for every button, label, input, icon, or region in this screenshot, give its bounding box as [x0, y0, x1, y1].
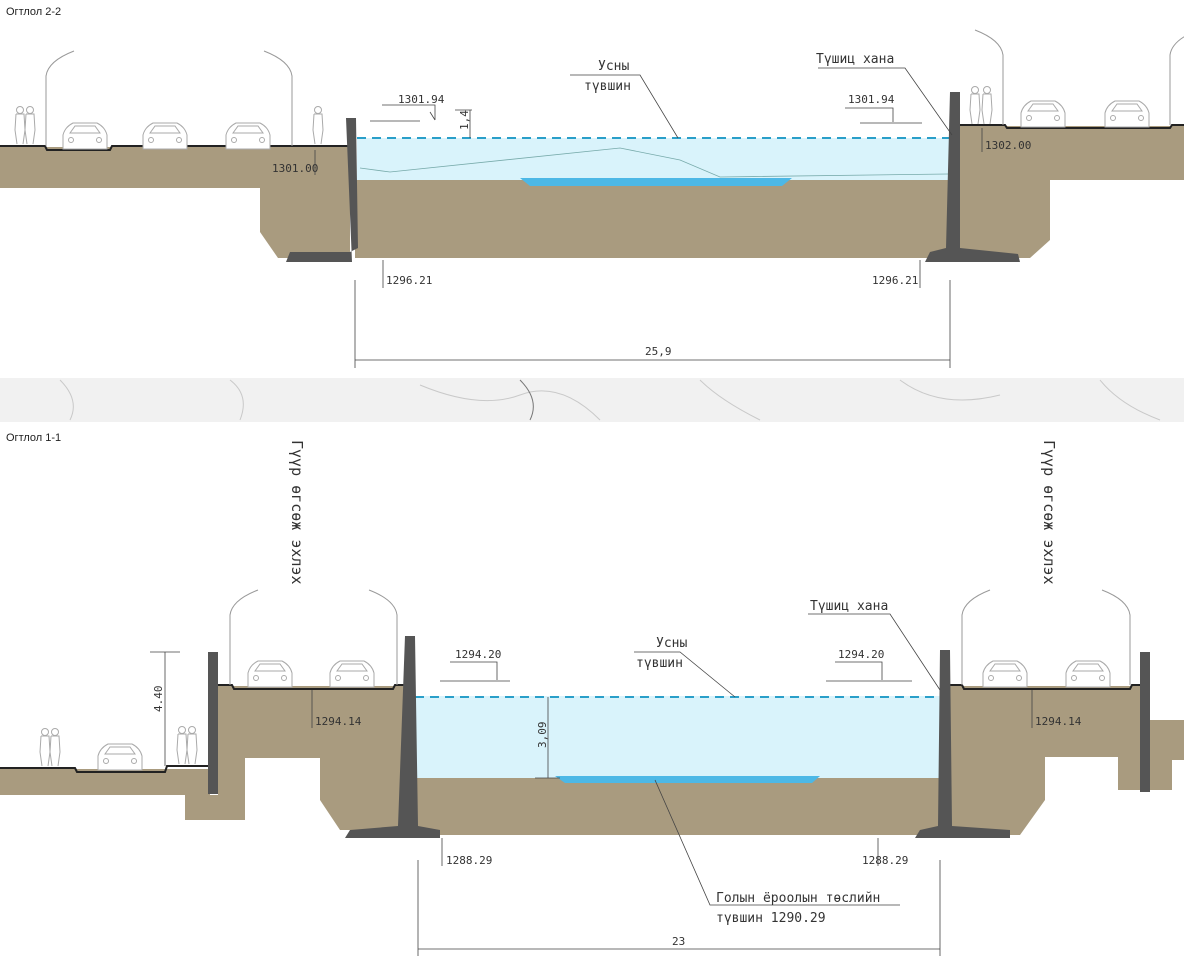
- existing-bed-line: [359, 147, 949, 178]
- left-outer-wall: [208, 652, 218, 794]
- left-upper-earth: [218, 686, 408, 830]
- left-lower-road: [0, 765, 210, 773]
- bridge-start-label-right: Гүүр өгсөж эхлэх: [1040, 440, 1058, 585]
- elev-water-left: 1294.20: [455, 648, 501, 661]
- left-bank-earth: [0, 147, 350, 258]
- right-bank-earth: [958, 126, 1184, 258]
- elev-water-right: 1301.94: [848, 93, 895, 106]
- section-title: Огтлол 1-1: [6, 432, 61, 444]
- water-area: [357, 138, 949, 180]
- right-lower-earth: [1150, 720, 1184, 790]
- river-bed-earth: [408, 778, 943, 835]
- elev-bank-right: 1302.00: [985, 139, 1031, 152]
- low-flow-channel: [520, 178, 792, 186]
- elev-bottom-left: 1288.29: [446, 854, 492, 867]
- right-retaining-wall: [915, 650, 1010, 838]
- retaining-wall-label: Түшиц хана: [816, 52, 894, 67]
- freeboard-dimension: 1,4: [458, 110, 471, 130]
- elev-bottom-right: 1296.21: [872, 274, 918, 287]
- right-outer-wall: [1140, 652, 1150, 792]
- elev-bank-left: 1301.00: [272, 162, 318, 175]
- width-dimension: 25,9: [645, 345, 672, 358]
- right-road-surface: [958, 124, 1184, 129]
- elev-bottom-left: 1296.21: [386, 274, 432, 287]
- retaining-wall-label: Түшиц хана: [810, 599, 888, 614]
- section-title: Огтлол 2-2: [6, 6, 61, 18]
- road-height-dimension: 4.40: [152, 686, 165, 713]
- depth-dimension: 3,09: [536, 722, 549, 749]
- width-dimension: 23: [672, 935, 685, 948]
- left-retaining-wall: [286, 118, 358, 262]
- water-level-label-line1: Усны: [598, 59, 629, 74]
- water-level-label-line2: түвшин: [584, 79, 631, 94]
- water-level-label-line1: Усны: [656, 636, 687, 651]
- elev-water-right: 1294.20: [838, 648, 884, 661]
- right-retaining-wall: [925, 92, 1020, 262]
- elev-bottom-right: 1288.29: [862, 854, 908, 867]
- design-bed-label-line2: түвшин 1290.29: [716, 911, 826, 926]
- water-level-label-line2: түвшин: [636, 656, 683, 671]
- section-2-2: Огтлол 2-2 1301.94 1,4 1301.00 Усны түвш…: [0, 6, 1184, 368]
- right-upper-road: [950, 684, 1140, 690]
- water-area: [415, 696, 941, 778]
- low-flow-channel: [555, 776, 820, 783]
- background-map-strip: [0, 378, 1184, 422]
- right-upper-earth: [950, 686, 1140, 835]
- left-lower-earth: [0, 769, 240, 820]
- left-retaining-wall: [345, 636, 440, 838]
- bridge-start-label-left: Гүүр өгсөж эхлэх: [288, 440, 306, 585]
- elev-water-left: 1301.94: [398, 93, 445, 106]
- elev-bank-right: 1294.14: [1035, 715, 1082, 728]
- elev-bank-left: 1294.14: [315, 715, 362, 728]
- river-bed-earth: [355, 180, 951, 258]
- design-bed-label-line1: Голын ёроолын төслийн: [716, 891, 880, 906]
- section-1-1: Огтлол 1-1 Гүүр өгсөж эхлэх Гүүр өгсөж э…: [0, 432, 1184, 956]
